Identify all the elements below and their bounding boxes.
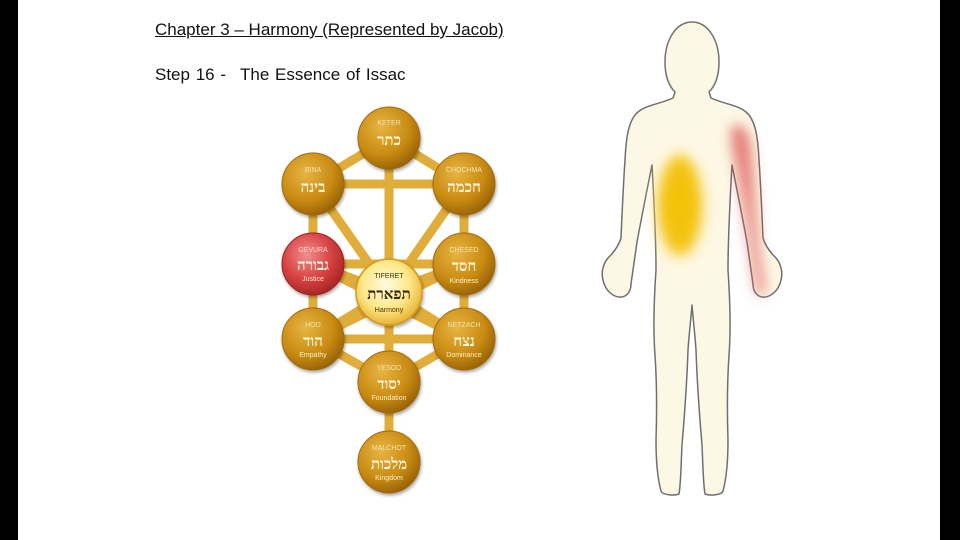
sefirah-tiferet: TIFERET תפארת Harmony	[355, 258, 423, 326]
step-title: Step 16 - The Essence of Issac	[155, 65, 406, 85]
sefirah-quality: Kingdom	[375, 475, 403, 482]
arm-glow	[730, 124, 767, 297]
sefirah-hebrew: תפארת	[367, 285, 410, 303]
torso-glow-core	[660, 155, 700, 255]
sefirah-name: MALCHOT	[372, 445, 407, 452]
sefirah-quality: Foundation	[371, 395, 406, 402]
step-name: The Essence of Issac	[240, 65, 406, 84]
sefirah-quality: Justice	[302, 276, 324, 283]
slide: Chapter 3 – Harmony (Represented by Jaco…	[18, 0, 940, 540]
step-number: Step 16 -	[155, 65, 226, 84]
sefirah-hebrew: יסוד	[377, 375, 401, 393]
sefirah-hebrew: חסד	[452, 257, 477, 275]
sefirah-name: CHOCHMA	[446, 167, 482, 174]
sefirah-name: HOD	[305, 322, 321, 329]
sefirah-hebrew: הוד	[303, 332, 323, 350]
sefirah-hod: HOD הוד Empathy	[281, 307, 345, 371]
sefirah-quality: Empathy	[299, 352, 327, 359]
sefirah-name: GEVURA	[298, 247, 328, 254]
sefirah-hebrew: חכמה	[447, 178, 481, 196]
sefirah-keter: KETER כתר	[357, 106, 421, 170]
sefirah-quality: Dominance	[446, 352, 482, 359]
sefirah-name: YESOD	[377, 365, 402, 372]
sefirah-quality: Kindness	[450, 278, 479, 285]
chapter-title: Chapter 3 – Harmony (Represented by Jaco…	[155, 20, 504, 39]
sefirah-name: KETER	[377, 120, 400, 127]
human-body-figure	[601, 21, 783, 496]
sefirah-quality: Harmony	[375, 307, 404, 314]
sefirah-hebrew: מלכות	[371, 455, 407, 473]
sefirah-chochma: CHOCHMA חכמה	[432, 152, 496, 216]
sefirah-hebrew: בינה	[301, 178, 326, 196]
sefirah-yesod: YESOD יסוד Foundation	[357, 350, 421, 414]
sefirah-hebrew: נצח	[453, 332, 475, 350]
sefirah-netzach: NETZACH נצח Dominance	[432, 307, 496, 371]
sefirah-name: NETZACH	[447, 322, 480, 329]
sefirah-bina: BINA בינה	[281, 152, 345, 216]
illustration-canvas: KETER כתר BINA בינה CHOCHMA חכמה GEVURA …	[281, 21, 783, 496]
sefirah-hebrew: כתר	[377, 131, 401, 149]
sefirah-gevura: GEVURA גבורה Justice	[281, 232, 345, 296]
sefirah-malchut: MALCHOT מלכות Kingdom	[357, 430, 421, 494]
sefirah-chesed: CHESED חסד Kindness	[432, 232, 496, 296]
sefirah-hebrew: גבורה	[297, 256, 329, 274]
sefirah-name: CHESED	[449, 247, 478, 254]
sefirah-name: TIFERET	[374, 273, 404, 280]
sefirah-name: BINA	[305, 167, 322, 174]
